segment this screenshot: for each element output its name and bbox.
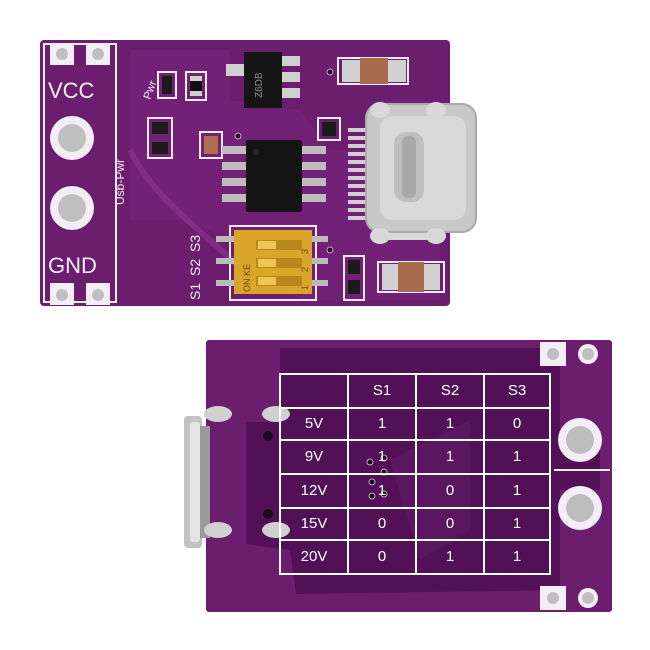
table-cell: 1: [513, 548, 521, 565]
table-cell: 1: [513, 515, 521, 532]
bottom-vcc-pad: [558, 418, 602, 462]
table-header-s1: S1: [373, 382, 391, 399]
capacitor-bottom: [377, 261, 445, 293]
table-row-5v-label: 5V: [305, 415, 323, 432]
top-header-pads: [50, 43, 110, 305]
table-cell: 0: [378, 548, 386, 565]
table-cell: 0: [446, 515, 454, 532]
table-row-15v-label: 15V: [301, 515, 328, 532]
controller-ic: [222, 140, 326, 212]
top-left-frame: [43, 43, 117, 303]
bottom-copper-light: [390, 420, 470, 560]
dip-number-2: 2: [300, 267, 310, 272]
voltage-regulator: Z6DB: [226, 52, 300, 108]
top-vias: [234, 68, 334, 254]
smd-resistor-4: [343, 255, 365, 301]
table-header-s2: S2: [441, 382, 459, 399]
smd-resistor-1: [185, 71, 207, 101]
gnd-label: GND: [48, 253, 97, 278]
dip-switch: ON KE 1 2 3: [216, 225, 328, 301]
table-cell: 1: [446, 548, 454, 565]
table-row-12v-label: 12V: [301, 482, 328, 499]
table-cell: 0: [446, 482, 454, 499]
smd-resistor-2: [199, 131, 223, 159]
vcc-pad: [50, 116, 94, 160]
usb-c-connector: [365, 102, 477, 244]
vcc-label: VCC: [48, 78, 95, 103]
bottom-header-pads: [540, 342, 598, 610]
table-row-20v-label: 20V: [301, 548, 328, 565]
dip-number-3: 3: [300, 249, 310, 254]
table-header-s3: S3: [508, 382, 526, 399]
regulator-marking: Z6DB: [254, 72, 265, 98]
table-row-9v-label: 9V: [305, 448, 323, 465]
dip-on-label: ON KE: [242, 264, 252, 292]
table-cell: 1: [378, 482, 386, 499]
pwr-led: [157, 71, 177, 99]
table-cell: 0: [378, 515, 386, 532]
table-cell: 1: [446, 448, 454, 465]
voltage-table: [279, 373, 551, 575]
bottom-board: S1 S2 S3 5V 1 1 0 9V 1 1 1 12V 1 0 1 15V…: [184, 340, 612, 612]
table-cell: 0: [513, 415, 521, 432]
switch-label-s1: S1: [187, 283, 203, 300]
table-cell: 1: [513, 448, 521, 465]
usb-pwr-label: Usb-Pwr: [113, 159, 127, 205]
capacitor-top: [337, 57, 409, 85]
usb-c-pads: [348, 128, 374, 220]
table-cell: 1: [378, 415, 386, 432]
switch-label-s2: S2: [187, 259, 203, 276]
table-cell: 1: [446, 415, 454, 432]
oval-solder-pads: [204, 406, 290, 538]
smd-resistor-3: [317, 117, 341, 141]
table-cell: 1: [378, 448, 386, 465]
gnd-pad: [50, 186, 94, 230]
dip-number-1: 1: [300, 285, 310, 290]
table-cell: 1: [513, 482, 521, 499]
bottom-gnd-pad: [558, 486, 602, 530]
switch-label-s3: S3: [187, 235, 203, 252]
usb-c-side: [184, 416, 210, 548]
bottom-vias: [263, 431, 388, 519]
top-board: VCC GND Usb-Pwr Pwr S1 S2 S3 Z6DB: [40, 40, 477, 306]
smd-capacitor-small: [147, 117, 173, 159]
